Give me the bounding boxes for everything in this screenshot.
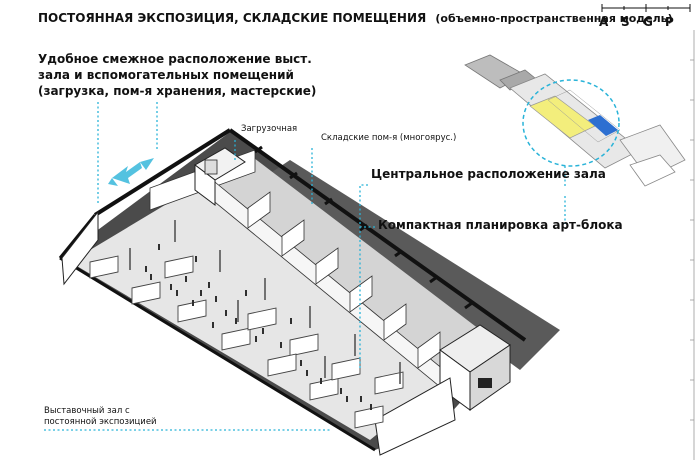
panel-7 bbox=[289, 333, 319, 357]
back-wall-top bbox=[93, 128, 232, 217]
brand-letter-p: P bbox=[665, 15, 675, 29]
key-plan-focus-circle bbox=[522, 79, 620, 167]
right-end-block bbox=[439, 324, 511, 411]
panel-4 bbox=[177, 299, 207, 323]
panel-9 bbox=[309, 377, 339, 401]
brand-letter-a: A bbox=[599, 15, 609, 29]
storage-floor bbox=[210, 155, 500, 375]
panel-10 bbox=[331, 357, 361, 381]
label-loading: Загрузочная bbox=[241, 124, 297, 134]
panel-3 bbox=[164, 255, 194, 279]
edge-scale bbox=[690, 30, 695, 460]
panel-12 bbox=[354, 405, 384, 429]
label-hall-line2: постоянной экспозицией bbox=[44, 417, 157, 427]
exhibition-panels bbox=[89, 255, 404, 429]
front-right-wall bbox=[374, 377, 456, 456]
hall-columns bbox=[129, 220, 401, 384]
label-storage: Складские пом-я (многоярус.) bbox=[321, 133, 456, 143]
double-arrow-icon bbox=[108, 158, 154, 186]
callout-central: Центральное расположение зала bbox=[371, 167, 606, 181]
key-plan-highlight-blue bbox=[588, 115, 618, 136]
panel-5 bbox=[221, 327, 251, 351]
key-plan bbox=[464, 54, 686, 187]
panel-1 bbox=[89, 255, 119, 279]
panel-8 bbox=[267, 353, 297, 377]
callout-adjacent: Удобное смежное расположение выст. зала … bbox=[38, 52, 316, 98]
callout-compact: Компактная планировка арт-блока bbox=[378, 218, 623, 232]
left-wall-line bbox=[58, 214, 97, 259]
visitor-figures bbox=[145, 244, 372, 410]
back-wall-right bbox=[228, 128, 527, 342]
panel-6 bbox=[247, 307, 277, 331]
brand-letter-s: S bbox=[621, 15, 631, 29]
outer-strip bbox=[260, 160, 560, 370]
left-end-wall bbox=[61, 210, 99, 286]
callout-adjacent-line3: (загрузка, пом-я хранения, мастерские) bbox=[38, 84, 316, 98]
loading-room bbox=[194, 147, 246, 206]
callout-adjacent-line2: зала и вспомогательных помещений bbox=[38, 68, 294, 82]
leader-central-long bbox=[359, 184, 368, 370]
roof-beams bbox=[254, 145, 473, 310]
label-hall-line1: Выставочный зал с bbox=[44, 406, 130, 416]
front-wall-line bbox=[59, 256, 376, 452]
brand-letter-g: G bbox=[643, 15, 654, 29]
callout-adjacent-line1: Удобное смежное расположение выст. bbox=[38, 52, 312, 66]
title-main: ПОСТОЯННАЯ ЭКСПОЗИЦИЯ, СКЛАДСКИЕ ПОМЕЩЕН… bbox=[38, 7, 673, 26]
brand-ruler: A S G P bbox=[599, 4, 691, 29]
panel-2 bbox=[131, 281, 161, 305]
panel-11 bbox=[374, 371, 404, 395]
